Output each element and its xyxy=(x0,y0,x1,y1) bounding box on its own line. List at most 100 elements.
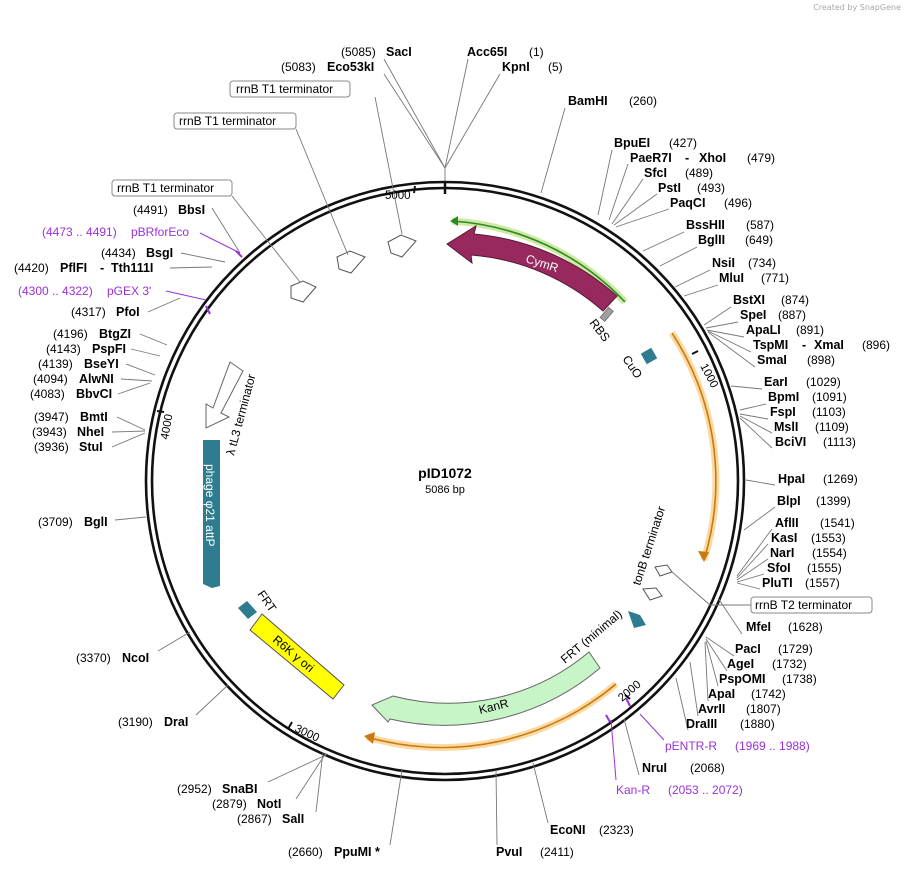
site-psti-name: PstI xyxy=(658,181,681,195)
site-nsii-pos: (734) xyxy=(748,256,776,270)
site-sfoi-name: SfoI xyxy=(767,561,791,575)
site-pfoi-pos: (4317) xyxy=(71,305,106,319)
site-bbvci-pos: (4083) xyxy=(30,387,65,401)
site-bcivi-pos: (1113) xyxy=(823,435,856,449)
site-econi-pos: (2323) xyxy=(599,823,634,837)
site-nhei-pos: (3943) xyxy=(32,425,67,439)
site-bpmi-name: BpmI xyxy=(768,390,799,404)
site-xmai-pos: (896) xyxy=(862,338,890,352)
site-draiii-pos: (1880) xyxy=(740,717,775,731)
site-btgzi-pos: (4196) xyxy=(53,327,88,341)
site-ncoi-pos: (3370) xyxy=(76,651,111,665)
cymr-highlight-line xyxy=(451,220,626,303)
site-aflii-pos: (1541) xyxy=(820,516,855,530)
site-pfoi-name: PfoI xyxy=(116,305,140,319)
site-pflfi-sep: - xyxy=(100,261,104,275)
site-xhoi-pos: (479) xyxy=(747,151,775,165)
site-acc65i-name: Acc65I xyxy=(467,45,507,59)
rrnb-t1-box-2 xyxy=(173,112,297,130)
site-bsgi-name: BsgI xyxy=(146,246,173,260)
site-econi-name: EcoNI xyxy=(550,823,585,837)
site-sali-pos: (2867) xyxy=(237,812,272,826)
cuo-label: CuO xyxy=(620,353,646,381)
orange-arc-right-line xyxy=(671,332,717,561)
kanr-feature-arrow xyxy=(371,651,601,726)
site-snabi-pos: (2952) xyxy=(177,782,212,796)
rrnb-t1-label-1: rrnB T1 terminator xyxy=(236,82,333,96)
snapgene-credit: Created by SnapGene xyxy=(813,3,901,12)
site-msli-name: MslI xyxy=(774,420,798,434)
site-avrii-pos: (1807) xyxy=(746,702,781,716)
site-drai-name: DraI xyxy=(164,715,188,729)
site-nrui-pos: (2068) xyxy=(690,761,725,775)
rrnb-t1-label-3: rrnB T1 terminator xyxy=(117,181,214,195)
site-alwni-name: AlwNI xyxy=(79,372,114,386)
site-sfci-name: SfcI xyxy=(644,166,667,180)
cymr-feature-arrow xyxy=(446,224,618,312)
rrnb-t1-box-3 xyxy=(111,179,233,197)
cymr-highlight-arrowhead xyxy=(450,216,458,226)
rrnb-t1-box-1 xyxy=(229,80,351,98)
site-bbsi-pos: (4491) xyxy=(133,203,168,217)
site-bbvci-name: BbvCI xyxy=(76,387,112,401)
site-nari-pos: (1554) xyxy=(812,546,847,560)
site-fspi-name: FspI xyxy=(770,405,796,419)
site-pluti-name: PluTI xyxy=(762,576,793,590)
orange-arc-right-arrowhead xyxy=(698,551,709,562)
site-mfei-name: MfeI xyxy=(746,620,771,634)
site-xhoi-name: XhoI xyxy=(699,151,726,165)
site-bseyi-pos: (4139) xyxy=(38,357,73,371)
primer-kan-r-range: (2053 .. 2072) xyxy=(668,783,743,797)
plasmid-length: 5086 bp xyxy=(425,484,465,496)
site-bglii-name: BglII xyxy=(698,233,725,247)
site-bpmi-pos: (1091) xyxy=(812,390,847,404)
site-agei-pos: (1732) xyxy=(772,657,807,671)
r6k-ori-label: R6K γ ori xyxy=(270,633,317,675)
site-bamhi-name: BamHI xyxy=(568,94,608,108)
site-bglii-pos: (649) xyxy=(745,233,773,247)
site-avrii-name: AvrII xyxy=(698,702,725,716)
site-eco53ki-name: Eco53kI xyxy=(327,60,374,74)
primer-pbrforeco-range: (4473 .. 4491) xyxy=(42,225,117,239)
site-stui-name: StuI xyxy=(79,440,103,454)
site-fspi-pos: (1103) xyxy=(812,405,846,419)
site-drai-pos: (3190) xyxy=(118,715,153,729)
frt-label: FRT xyxy=(255,588,280,616)
site-pspfi-pos: (4143) xyxy=(46,342,81,356)
frt-minimal-feature xyxy=(628,611,646,628)
site-kasi-pos: (1553) xyxy=(811,531,846,545)
rbs-feature xyxy=(599,306,614,322)
site-paqci-name: PaqCI xyxy=(670,196,705,210)
site-bpuei-name: BpuEI xyxy=(614,136,650,150)
site-eari-pos: (1029) xyxy=(806,375,841,389)
orange-arc-bottom-arrowhead xyxy=(364,732,375,744)
site-mlui-pos: (771) xyxy=(761,271,789,285)
site-snabi-name: SnaBI xyxy=(222,782,257,796)
site-stui-pos: (3936) xyxy=(34,440,69,454)
rrnb-t1-arrow-1 xyxy=(290,280,317,303)
site-acc65i-pos: (1) xyxy=(529,45,544,59)
site-spei-name: SpeI xyxy=(740,308,766,322)
site-noti-name: NotI xyxy=(257,797,281,811)
site-mlui-name: MluI xyxy=(719,271,744,285)
site-bbsi-name: BbsI xyxy=(178,203,205,217)
site-alwni-pos: (4094) xyxy=(33,372,68,386)
site-ppumi-pos: (2660) xyxy=(288,845,323,859)
primer-pentr-r-range: (1969 .. 1988) xyxy=(735,739,810,753)
site-apai-pos: (1742) xyxy=(751,687,786,701)
site-paqci-pos: (496) xyxy=(724,196,752,210)
r6k-ori-feature xyxy=(249,613,345,700)
cuo-feature xyxy=(640,347,658,365)
site-blpi-pos: (1399) xyxy=(816,494,851,508)
site-btgzi-name: BtgZI xyxy=(99,327,131,341)
site-pvui-pos: (2411) xyxy=(540,845,574,859)
phage-attp-label: phage φ21 attP xyxy=(203,464,217,547)
site-pspfi-name: PspFI xyxy=(92,342,126,356)
site-eco53ki-pos: (5083) xyxy=(281,60,316,74)
site-bstxi-pos: (874) xyxy=(781,293,809,307)
site-kasi-name: KasI xyxy=(771,531,797,545)
tick-label-5000: 5000 xyxy=(385,190,411,202)
tick-marks xyxy=(156,185,699,730)
site-paci-name: PacI xyxy=(735,642,761,656)
